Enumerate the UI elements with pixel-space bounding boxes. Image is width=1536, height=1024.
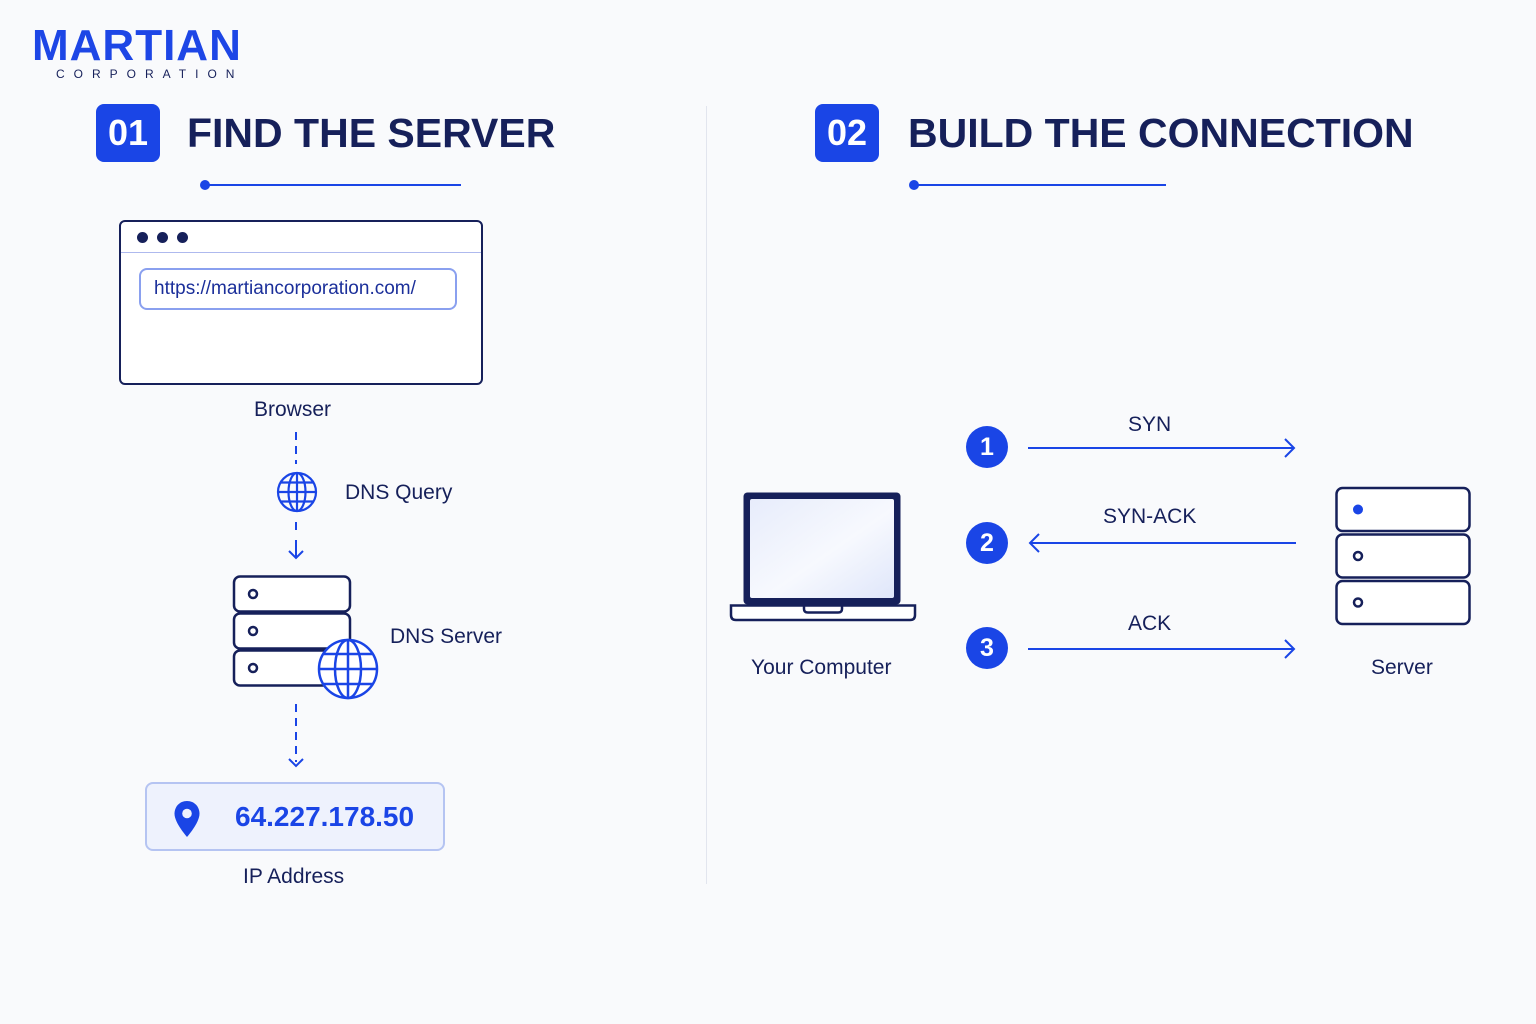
ip-address-value: 64.227.178.50 (235, 801, 415, 832)
laptop-icon (729, 492, 917, 622)
arrow-right-icon (1028, 438, 1296, 458)
server-icon (1335, 486, 1471, 626)
step-3-badge: 3 (966, 627, 1008, 669)
section-1-title: FIND THE SERVER (187, 110, 556, 156)
url-field[interactable]: https://martiancorporation.com/ (139, 268, 457, 310)
window-dot-icon (157, 232, 168, 243)
syn-label: SYN (1128, 413, 1172, 436)
logo-wordmark: MARTIAN (32, 21, 242, 70)
logo-subtitle: CORPORATION (56, 67, 244, 81)
section-1-underline (200, 180, 461, 190)
location-pin-icon (174, 801, 200, 837)
window-dot-icon (137, 232, 148, 243)
arrow-left-icon (1028, 533, 1296, 553)
ack-label: ACK (1128, 612, 1172, 635)
arrow-down-icon (288, 522, 304, 560)
globe-icon (276, 471, 318, 513)
browser-titlebar (121, 222, 481, 253)
syn-ack-label: SYN-ACK (1103, 505, 1197, 528)
section-2-title: BUILD THE CONNECTION (908, 110, 1414, 156)
section-1-badge: 01 (96, 104, 160, 162)
section-2-badge: 02 (815, 104, 879, 162)
your-computer-label: Your Computer (751, 656, 892, 679)
dns-query-label: DNS Query (345, 481, 453, 504)
step-2-badge: 2 (966, 522, 1008, 564)
server-label: Server (1371, 656, 1433, 679)
ip-address-label: IP Address (243, 865, 345, 888)
dns-server-icon (232, 575, 379, 700)
browser-window: https://martiancorporation.com/ (119, 220, 483, 385)
ip-address-box: 64.227.178.50 (145, 782, 445, 851)
window-dot-icon (177, 232, 188, 243)
vertical-divider (706, 106, 707, 884)
dns-server-label: DNS Server (390, 625, 503, 648)
section-2-underline (909, 180, 1166, 190)
arrow-right-icon (1028, 639, 1296, 659)
arrow-down-icon (288, 704, 304, 768)
step-1-badge: 1 (966, 426, 1008, 468)
connector-dashed (295, 432, 297, 464)
browser-label: Browser (254, 398, 332, 421)
